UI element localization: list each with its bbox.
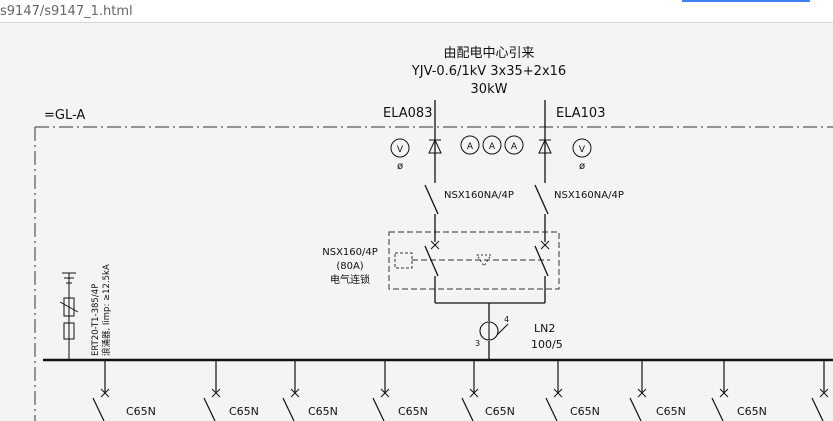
voltmeter-left-phase: ø <box>397 161 403 172</box>
voltmeter-right-phase: ø <box>579 161 585 172</box>
ct-ratio: 100/5 <box>531 338 563 351</box>
ammeter-1-symbol: A <box>467 142 474 152</box>
ammeter-3-symbol: A <box>511 142 518 152</box>
outgoing-breaker-label: C65N <box>485 405 515 418</box>
feeder-right-arrow-icon <box>538 138 552 154</box>
outgoing-breaker-label: C65N <box>308 405 338 418</box>
breaker-left-model: NSX160NA/4P <box>444 190 514 201</box>
atse-interlock: 电气连锁 <box>330 273 370 286</box>
outgoing-breaker-label: C65N <box>229 405 259 418</box>
ct-name: LN2 <box>534 322 555 335</box>
ammeter-2-symbol: A <box>489 142 496 152</box>
breaker-right-model: NSX160NA/4P <box>554 190 624 201</box>
spd-model: ERT20-T1-385/4P <box>91 284 101 356</box>
ct-terminal-4: 4 <box>504 315 509 324</box>
ammeters-icon <box>460 135 524 155</box>
outgoing-circuits <box>104 360 825 392</box>
source-line-1: 由配电中心引来 <box>443 46 534 61</box>
outgoing-breaker-label: C65N <box>737 405 767 418</box>
electrical-schematic: 由配电中心引来 YJV-0.6/1kV 3x35+2x16 30kW =GL-A… <box>34 46 833 421</box>
breaker-right-switch-icon <box>534 184 549 215</box>
atse-rating: (80A) <box>336 261 363 272</box>
browser-address-bar[interactable]: s9147/s9147_1.html <box>0 0 833 23</box>
feeder-left-label: ELA083 <box>383 106 432 121</box>
atse-dashed-box <box>388 231 560 290</box>
surge-protector-icon <box>59 272 79 359</box>
outgoing-breaker-label: C65N <box>570 405 600 418</box>
spd-rating: 浪涌器, Iimp: ≥12.5kA <box>101 264 112 356</box>
source-line-2: YJV-0.6/1kV 3x35+2x16 <box>411 64 566 79</box>
atse-controller-icon <box>394 252 413 269</box>
enclosure-boundary <box>34 126 833 421</box>
voltmeter-left-symbol: V <box>397 145 404 155</box>
atse-right-switch-icon <box>534 245 549 277</box>
voltmeter-right-icon: V ø <box>572 138 592 172</box>
feeder-left-arrow-icon <box>428 138 442 154</box>
ct-terminal-3: 3 <box>475 339 480 348</box>
outgoing-breaker-label: C65N <box>656 405 686 418</box>
atse-left-switch-icon <box>424 245 439 277</box>
outgoing-contact-crosses-icon <box>100 388 829 398</box>
interlock-triangle-icon <box>476 254 492 267</box>
feeder-right-label: ELA103 <box>556 106 605 121</box>
current-transformer-icon <box>479 321 509 341</box>
url-text[interactable]: s9147/s9147_1.html <box>0 4 133 19</box>
outgoing-breaker-label: C65N <box>398 405 428 418</box>
voltmeter-left-icon: V ø <box>390 138 410 172</box>
contact-crosses-icon <box>430 240 550 250</box>
panel-id: =GL-A <box>44 108 85 123</box>
source-line-3: 30kW <box>471 82 508 97</box>
page-load-progress <box>682 0 810 2</box>
outgoing-breaker-switches-icon <box>92 397 824 421</box>
voltmeter-right-symbol: V <box>579 145 586 155</box>
breaker-left-switch-icon <box>424 184 439 215</box>
outgoing-breaker-label: C65N <box>126 405 156 418</box>
atse-model: NSX160/4P <box>322 247 378 258</box>
